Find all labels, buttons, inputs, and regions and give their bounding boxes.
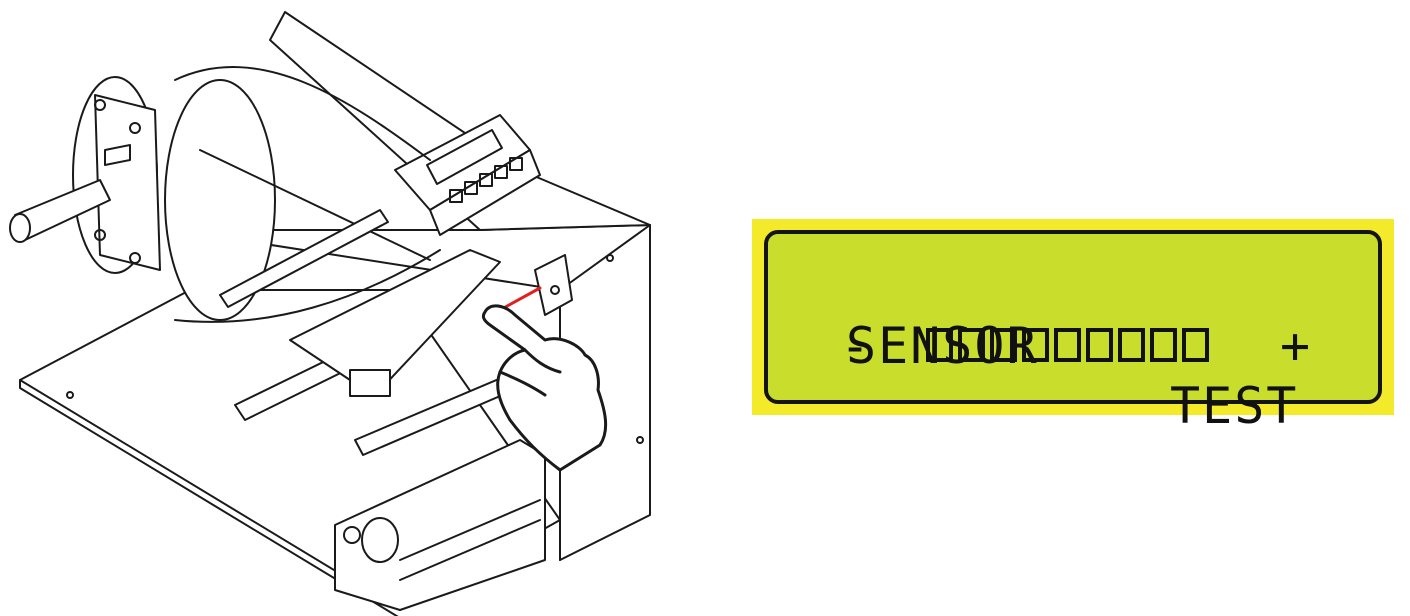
bar-segment — [1182, 328, 1209, 362]
peel-bracket — [289, 249, 501, 397]
sensor-beam — [498, 286, 542, 312]
bar-segment — [926, 328, 953, 362]
hand-illustration — [481, 304, 608, 472]
bar-segment — [990, 328, 1017, 362]
lcd-line-2: - + — [768, 317, 1378, 375]
bar-segment — [1150, 328, 1177, 362]
bar-segment — [1118, 328, 1145, 362]
spindle-assembly — [9, 76, 161, 274]
sensor-level-bar — [926, 328, 1209, 362]
lcd-line-1: SENSOR TEST — [768, 256, 1378, 496]
lcd-test-text: TEST — [1170, 377, 1299, 435]
bar-segment — [1086, 328, 1113, 362]
lcd-plus-sign: + — [1280, 317, 1313, 375]
bar-segment — [1022, 328, 1049, 362]
lcd-screen: SENSOR TEST - + — [764, 230, 1382, 435]
lcd-display-frame: SENSOR TEST - + — [752, 219, 1394, 435]
lcd-sensor-text: SENSOR — [846, 317, 1039, 375]
lower-mechanism — [334, 439, 546, 611]
sensor-bracket — [534, 254, 573, 316]
bar-segment — [958, 328, 985, 362]
machine-illustration — [9, 11, 651, 616]
label-roll — [164, 66, 441, 323]
bar-segment — [1054, 328, 1081, 362]
lcd-minus-sign: - — [840, 317, 873, 375]
control-panel — [394, 114, 541, 236]
